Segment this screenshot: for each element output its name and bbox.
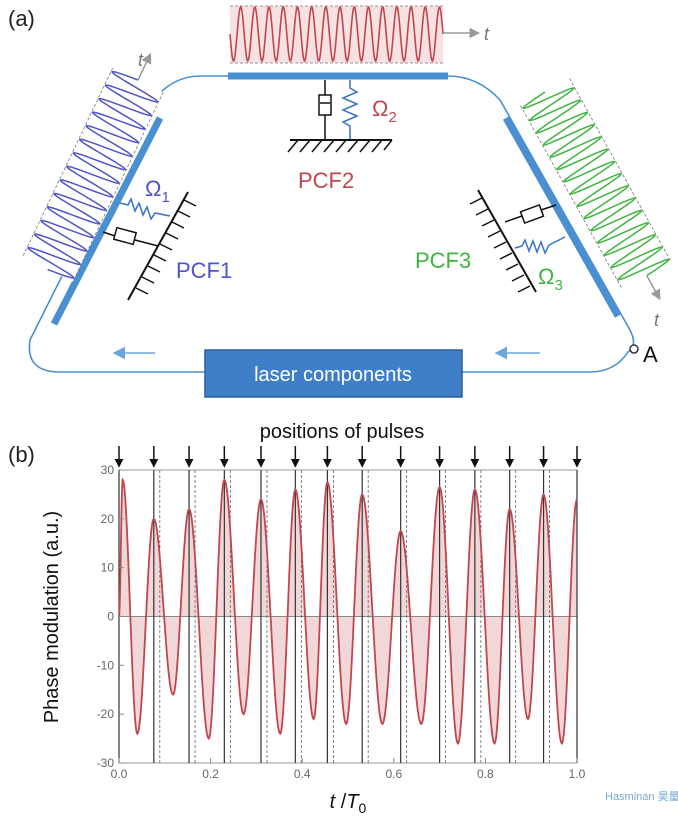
point-a-marker [629,344,639,354]
x-tick-label-3: 0.6 [385,767,402,781]
y-axis-label: Phase modulation (a.u.) [41,511,63,723]
pcf1-segment [50,116,164,326]
laser-components-box [204,349,463,398]
pcf1-time-arrow [137,52,152,81]
y-tick-label-4: 10 [101,561,115,575]
x-tick-label-5: 1.0 [569,767,586,781]
pcf1-mechanical-model: Ω1 PCF1 [102,176,232,301]
pcf2-label: PCF2 [298,168,354,193]
y-tick-label-6: 30 [101,463,115,477]
pcf1-wave-group [21,52,164,282]
panel-a-label: (a) [8,6,35,31]
pcf3-wave-group [520,78,672,301]
pcf2-wave [229,5,444,63]
x-tick-label-1: 0.2 [202,767,219,781]
pcf3-time-arrow [646,275,661,301]
pcf2-time-label: t [484,24,490,44]
plot-body: -30 -20 -10 0 10 20 30 0.0 0.2 0.4 0.6 0.8 1.0 [97,446,586,781]
pcf1-label: PCF1 [176,258,232,283]
y-tick-label-3: 0 [107,610,114,624]
pulses-title: positions of pulses [260,421,425,443]
y-tick-label-5: 20 [101,512,115,526]
phase-area [119,479,577,744]
y-tick-label-1: -20 [97,707,115,721]
laser-components-label: laser components [254,364,412,386]
omega3-label: Ω3 [538,264,563,294]
panel-a: (a) A laser components t [8,5,672,398]
pcf3-mechanical-model: Ω3 PCF3 [415,189,566,294]
panel-b: (b) positions of pulses -30 -20 -10 0 10 20 30… [8,421,678,816]
phase-curve [118,477,578,746]
pcf3-segment [502,116,622,318]
x-axis-label: t /T0 [330,791,367,816]
x-tick-label-0: 0.0 [111,767,128,781]
omega1-label: Ω1 [145,176,170,206]
pcf1-time-label: t [138,50,144,70]
panel-b-label: (b) [8,442,35,467]
point-a-label: A [643,342,658,367]
pcf3-time-label: t [654,310,660,330]
pcf2-mechanical-model: Ω2 PCF2 [287,80,397,193]
y-tick-label-2: -10 [97,658,115,672]
pcf2-wave-group: t [229,5,490,64]
pcf3-wave [522,87,670,281]
x-tick-label-4: 0.8 [477,767,494,781]
pcf1-wave [27,70,159,279]
x-tick-label-2: 0.4 [294,767,311,781]
pcf3-label: PCF3 [415,248,471,273]
y-tick-label-0: -30 [97,756,115,770]
omega2-label: Ω2 [372,96,397,126]
watermark: Hasminan 昊量光电 [605,789,678,803]
